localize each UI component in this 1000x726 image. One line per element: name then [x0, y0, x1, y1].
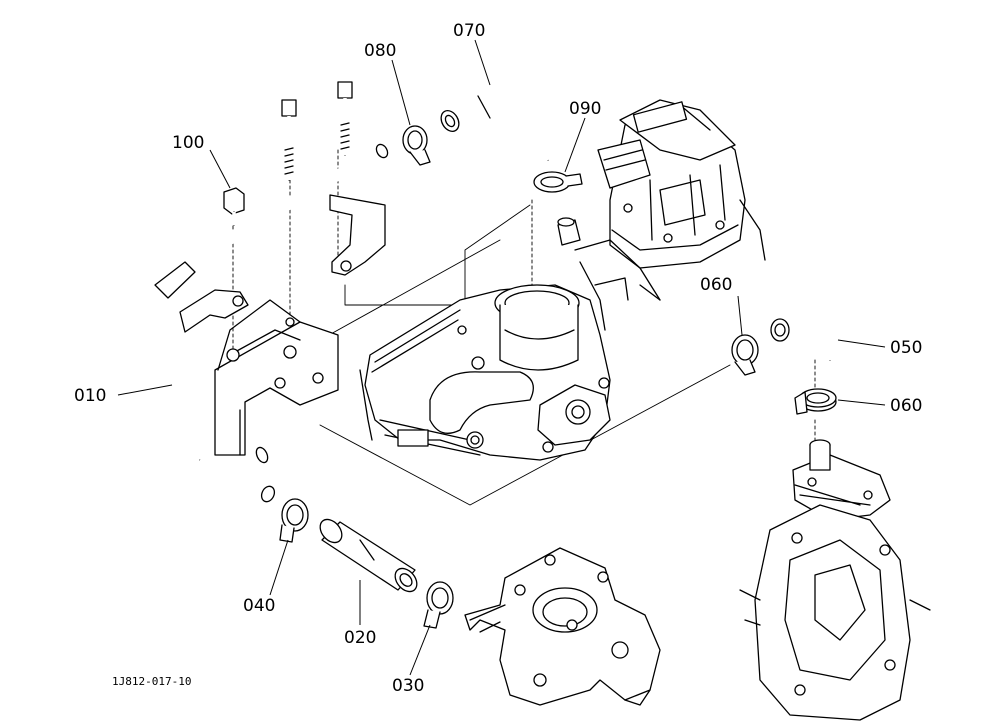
throttle-body: [359, 284, 611, 461]
callout-050: 050: [890, 338, 922, 358]
callout-100: 100: [172, 133, 204, 153]
clamp-090: [533, 171, 583, 193]
callout-010: 010: [74, 386, 106, 406]
callout-080: 080: [364, 41, 396, 61]
thermostat-housing: [739, 439, 931, 721]
hose-050: [770, 308, 840, 361]
mounting-bracket: [179, 289, 339, 456]
bolt-100: [223, 187, 245, 226]
callout-020: 020: [344, 628, 376, 648]
clamp-040: [279, 498, 309, 543]
clamp-080: [402, 125, 431, 166]
egr-valve: [574, 99, 766, 331]
callout-070: 070: [453, 21, 485, 41]
clamp-060-a: [731, 334, 759, 376]
clamp-030: [423, 581, 454, 629]
callout-060-b: 060: [890, 396, 922, 416]
callout-090: 090: [569, 99, 601, 119]
leader-lines: [117, 39, 886, 676]
callout-060-a: 060: [700, 275, 732, 295]
pipe-010: [154, 143, 389, 503]
bolt-long-b: [337, 81, 353, 156]
clamp-060-b: [794, 388, 837, 415]
callout-040: 040: [243, 596, 275, 616]
callout-labels: 010 020 030 040 050 060 060 070 080 090 …: [74, 21, 922, 696]
hose-070: [440, 80, 557, 164]
bolt-long-a: [281, 99, 297, 181]
callout-030: 030: [392, 676, 424, 696]
small-bracket: [329, 194, 386, 276]
water-flange: [464, 547, 661, 706]
diagram-reference-code: 1J812-017-10: [112, 675, 191, 688]
hose-020: [319, 518, 418, 593]
small-nipple: [557, 217, 581, 246]
